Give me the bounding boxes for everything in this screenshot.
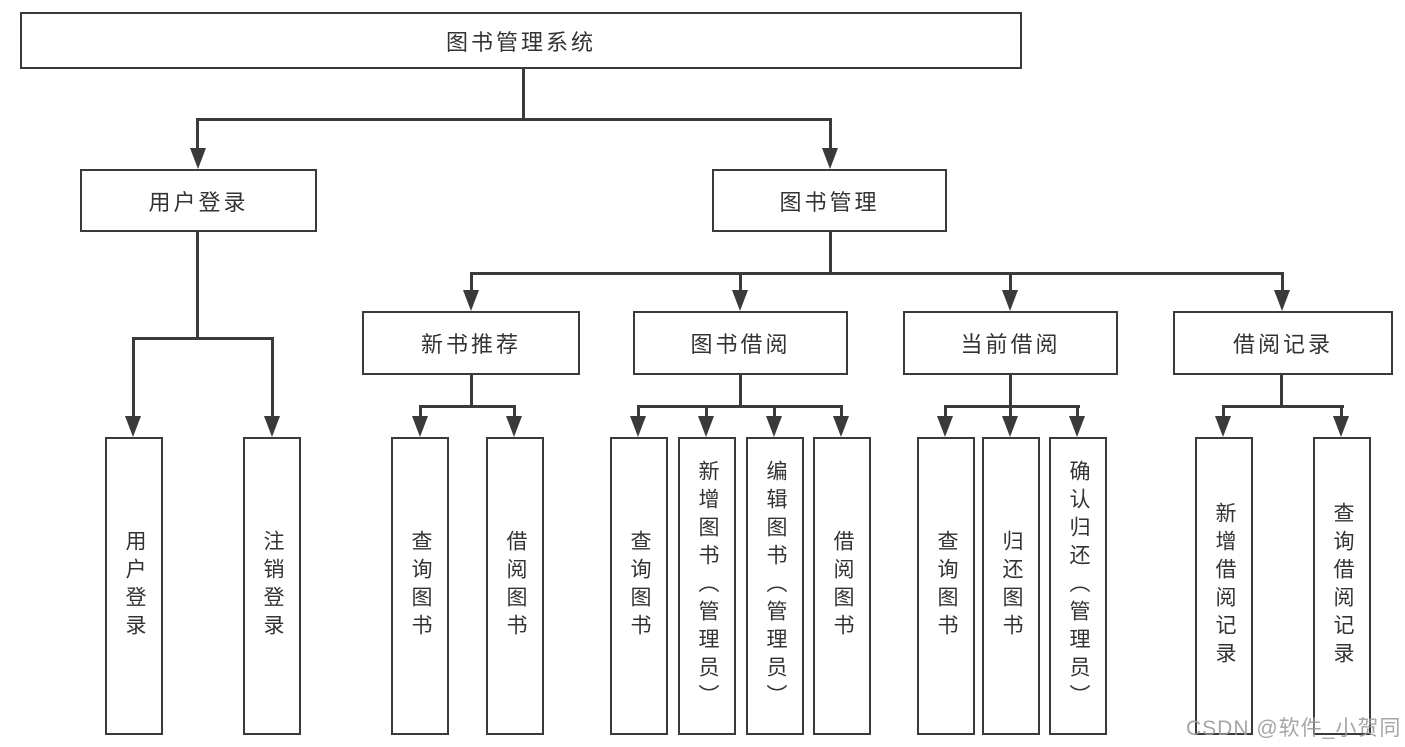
arrowhead-user-login (190, 148, 206, 169)
edge-stem-leaf-logout (271, 337, 274, 417)
arrowhead-br-add (1215, 416, 1231, 437)
leaf-bb-add-books-admin: 新增图书（管理员） (678, 437, 736, 735)
node-label: 图书借阅 (690, 332, 791, 357)
edge-borrow-records-down (1280, 375, 1283, 407)
leaf-user-login: 用户登录 (105, 437, 163, 735)
leaf-br-add-borrow-record: 新增借阅记录 (1195, 437, 1253, 735)
edge-level2-hline (470, 272, 1284, 275)
edge-stem-new-book (470, 272, 473, 293)
node-label: 借阅图书 (831, 530, 854, 642)
edge-stem-nb-query (419, 405, 422, 418)
arrowhead-book-management (822, 148, 838, 169)
node-user-login: 用户登录 (80, 169, 317, 232)
arrowhead-br-query (1333, 416, 1349, 437)
edge-stem-current-borrow (1009, 272, 1012, 293)
edge-stem-br-add (1222, 405, 1225, 418)
edge-stem-user-login (196, 118, 199, 149)
arrowhead-borrow-records (1274, 290, 1290, 311)
node-label: 用户登录 (123, 530, 146, 642)
arrowhead-cb-query (937, 416, 953, 437)
edge-stem-br-query (1340, 405, 1343, 418)
node-label: 查询图书 (628, 530, 651, 642)
edge-stem-book-borrow (739, 272, 742, 293)
edge-root-stem (522, 69, 525, 121)
edge-user-login-down (196, 232, 199, 340)
arrowhead-bb-add (698, 416, 714, 437)
arrowhead-current-borrow (1002, 290, 1018, 311)
leaf-cb-query-books: 查询图书 (917, 437, 975, 735)
leaf-bb-query-books: 查询图书 (610, 437, 668, 735)
node-label: 查询图书 (935, 530, 958, 642)
arrowhead-bb-query (630, 416, 646, 437)
node-borrowing-records: 借阅记录 (1173, 311, 1393, 375)
node-label: 当前借阅 (960, 332, 1061, 357)
node-label: 归还图书 (1000, 530, 1023, 642)
node-label: 新书推荐 (420, 332, 521, 357)
edge-stem-bb-edit (773, 405, 776, 418)
edge-stem-bb-add (705, 405, 708, 418)
node-book-borrowing: 图书借阅 (633, 311, 848, 375)
edge-current-borrow-down (1009, 375, 1012, 407)
arrowhead-bb-borrow (833, 416, 849, 437)
edge-user-login-hline (132, 337, 274, 340)
edge-stem-cb-return (1009, 405, 1012, 418)
edge-stem-leaf-user-login (132, 337, 135, 417)
node-label: 注销登录 (261, 530, 284, 642)
node-label: 借阅图书 (504, 530, 527, 642)
edge-level1-hline (196, 118, 832, 121)
node-current-borrowing: 当前借阅 (903, 311, 1118, 375)
edge-stem-book-management (829, 118, 832, 149)
leaf-bb-borrow-books: 借阅图书 (813, 437, 871, 735)
arrowhead-nb-borrow (506, 416, 522, 437)
arrowhead-book-borrow (732, 290, 748, 311)
edge-book-borrow-hline (637, 405, 843, 408)
edge-stem-cb-confirm (1076, 405, 1079, 418)
edge-book-borrow-down (739, 375, 742, 407)
node-label: 确认归还（管理员） (1067, 460, 1090, 712)
edge-new-book-hline (419, 405, 516, 408)
edge-borrow-records-hline (1222, 405, 1344, 408)
leaf-logout-login: 注销登录 (243, 437, 301, 735)
node-label: 图书管理 (779, 189, 880, 215)
arrowhead-leaf-logout (264, 416, 280, 437)
node-book-management: 图书管理 (712, 169, 947, 232)
edge-stem-cb-query (944, 405, 947, 418)
node-label: 图书管理系统 (445, 29, 596, 55)
edge-stem-bb-query (637, 405, 640, 418)
edge-stem-nb-borrow (513, 405, 516, 418)
edge-stem-bb-borrow (840, 405, 843, 418)
node-label: 用户登录 (148, 189, 249, 215)
leaf-nb-query-books: 查询图书 (391, 437, 449, 735)
node-label: 新增图书（管理员） (696, 460, 719, 712)
node-label: 查询借阅记录 (1331, 502, 1354, 670)
arrowhead-new-book (463, 290, 479, 311)
node-label: 借阅记录 (1232, 332, 1333, 357)
leaf-cb-confirm-return-admin: 确认归还（管理员） (1049, 437, 1107, 735)
node-new-book-recommendation: 新书推荐 (362, 311, 580, 375)
arrowhead-nb-query (412, 416, 428, 437)
arrowhead-cb-return (1002, 416, 1018, 437)
arrowhead-bb-edit (766, 416, 782, 437)
arrowhead-cb-confirm (1069, 416, 1085, 437)
arrowhead-leaf-user-login (125, 416, 141, 437)
leaf-bb-edit-books-admin: 编辑图书（管理员） (746, 437, 804, 735)
csdn-watermark: CSDN @软件_小贺同学 (1186, 717, 1402, 740)
edge-new-book-down (470, 375, 473, 407)
leaf-nb-borrow-books: 借阅图书 (486, 437, 544, 735)
leaf-br-query-borrow-record: 查询借阅记录 (1313, 437, 1371, 735)
edge-current-borrow-hline (944, 405, 1080, 408)
node-label: 查询图书 (409, 530, 432, 642)
node-label: 编辑图书（管理员） (764, 460, 787, 712)
edge-book-management-down (829, 232, 832, 274)
leaf-cb-return-books: 归还图书 (982, 437, 1040, 735)
edge-stem-borrow-records (1281, 272, 1284, 293)
node-label: 新增借阅记录 (1213, 502, 1236, 670)
node-library-system: 图书管理系统 (20, 12, 1022, 69)
